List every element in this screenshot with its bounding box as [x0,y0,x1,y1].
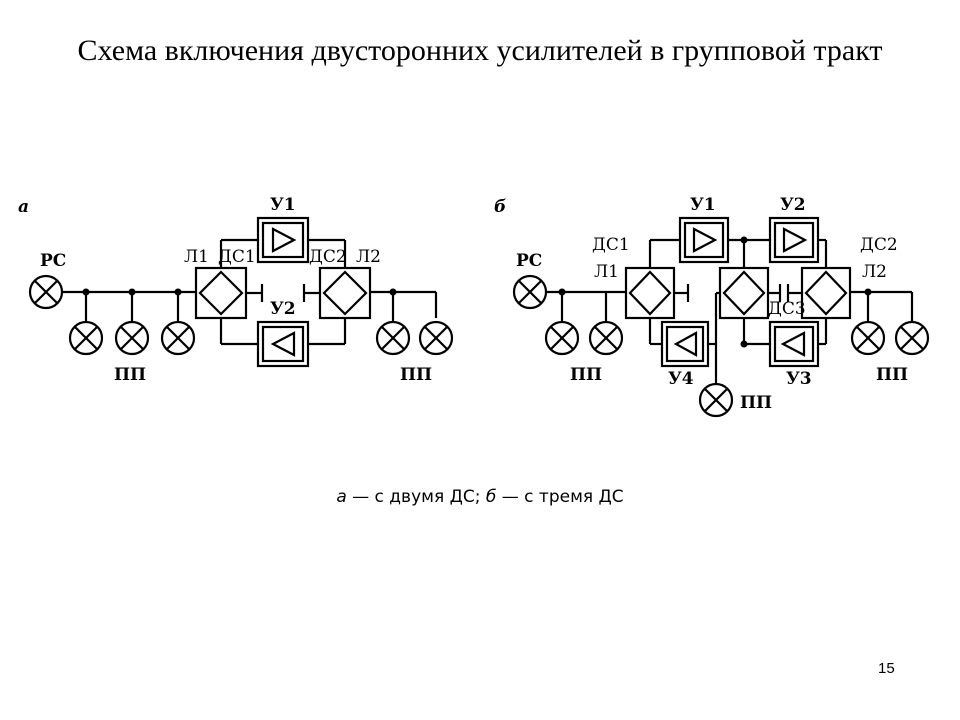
scheme-a-pp-lamp-icon [68,320,104,356]
caption-a-tag: а [336,487,347,507]
caption-b-tag: б [485,487,497,507]
scheme-b-pp-lamp-icon [544,320,580,356]
scheme-b-rs-label: РС [516,251,542,271]
scheme-b-l2-label: Л2 [862,262,887,282]
scheme-a-tag: а [18,197,29,217]
scheme-a-u2-label: У2 [270,299,296,319]
caption-text-b: — с тремя ДС [496,487,624,507]
scheme-a-ds2-label: ДС2 [309,247,347,267]
scheme-a-ds2-box [318,266,372,320]
scheme-b-ds1-label: ДС1 [592,235,630,255]
page-number: 15 [878,660,895,677]
scheme-b-ds1-box [624,266,676,320]
scheme-b-u4-label: У4 [668,369,694,389]
scheme-b-pp-lamp-icon [850,320,886,356]
scheme-b-l1-label: Л1 [594,262,619,282]
scheme-a-u1-label: У1 [270,195,296,215]
scheme-a-ds1-label: ДС1 [218,247,256,267]
scheme-a-pp-left-label: ПП [114,365,146,385]
scheme-b-u1-amplifier-icon [678,216,730,264]
scheme-a-rs-lamp-icon [28,274,64,310]
scheme-b-ds3-label: ДС3 [768,299,806,319]
scheme-a-ds1-box [194,266,248,320]
scheme-b-pp-lamp-icon [588,320,624,356]
scheme-b-u2-amplifier-icon [768,216,820,264]
figure-caption: а — с двумя ДС; б — с тремя ДС [200,487,760,507]
scheme-a-pp-lamp-icon [160,320,196,356]
scheme-b-u1-label: У1 [690,195,716,215]
scheme-b-u4-amplifier-icon [660,320,710,368]
scheme-a-pp-lamp-icon [114,320,150,356]
scheme-a: а РС Л1 ДС1 У1 ДС2 Л2 У2 ПП ПП [18,195,454,385]
caption-text-a: — с двумя ДС; [346,487,486,507]
scheme-a-pp-right-label: ПП [400,365,432,385]
page-title: Схема включения двусторонних усилителей … [77,34,883,67]
scheme-a-u1-amplifier-icon [256,216,310,264]
scheme-a-rs-label: РС [40,251,66,271]
scheme-b-rs-lamp-icon [512,274,548,310]
scheme-a-l1-label: Л1 [184,247,209,267]
scheme-b-pp-bottom-label: ПП [740,393,772,413]
scheme-a-pp-lamp-icon [418,320,454,356]
scheme-b-u3-label: У3 [786,369,812,389]
scheme-b-ds2-box [800,266,852,320]
scheme-b-pp-right-label: ПП [876,365,908,385]
scheme-b: б РС ДС1 Л1 У1 У2 ДС2 Л2 ДС3 У4 У3 ПП ПП… [494,195,930,418]
scheme-a-pp-lamp-icon [375,320,411,356]
scheme-a-u2-amplifier-icon [256,320,310,368]
scheme-b-u3-amplifier-icon [768,320,820,368]
scheme-b-tag: б [494,197,506,217]
scheme-b-ds2-label: ДС2 [860,235,898,255]
scheme-b-pp-lamp-icon [894,320,930,356]
scheme-b-pp-lamp-icon [698,382,734,418]
scheme-a-l2-label: Л2 [356,247,381,267]
scheme-b-u2-label: У2 [780,195,806,215]
scheme-b-pp-left-label: ПП [570,365,602,385]
scheme-b-ds3-box [718,266,770,320]
